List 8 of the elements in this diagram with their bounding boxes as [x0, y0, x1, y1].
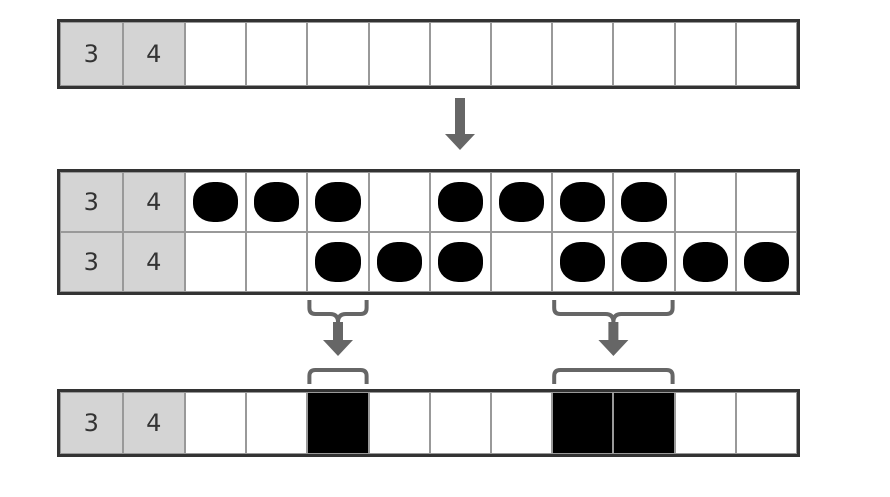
- clue-cell: 3: [60, 232, 122, 292]
- clue-cell: 3: [60, 22, 122, 86]
- clue-cell: 4: [122, 232, 185, 292]
- clue-cell: 3: [60, 172, 122, 232]
- clue-cell: 4: [122, 392, 185, 454]
- clue-cell: 3: [60, 392, 122, 454]
- clue-cell: 4: [122, 22, 185, 86]
- clue-cell: 4: [122, 172, 185, 232]
